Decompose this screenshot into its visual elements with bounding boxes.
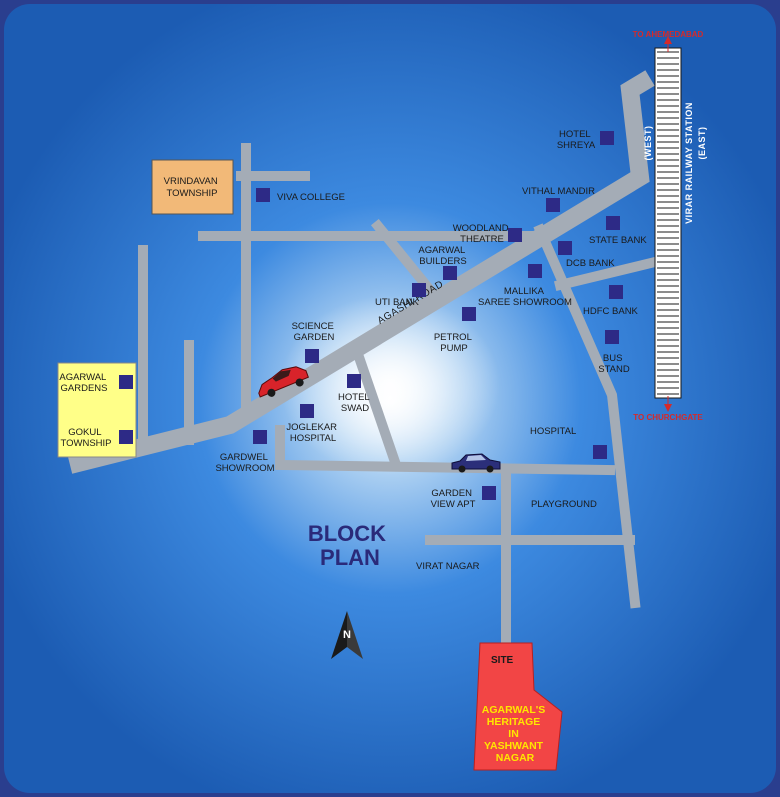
red-car-icon	[258, 366, 309, 398]
state-bank-label: STATE BANK	[589, 235, 647, 246]
marker-petrol-pump	[462, 307, 476, 321]
marker-garden-view	[482, 486, 496, 500]
agarwal-builders-label: AGARWAL BUILDERS	[418, 245, 467, 267]
virat-nagar-label: VIRAT NAGAR	[416, 561, 480, 572]
marker-hdfc-bank	[609, 285, 623, 299]
roads	[67, 70, 662, 650]
uti-bank-label: UTI BANK	[375, 297, 419, 308]
viva-college-label: VIVA COLLEGE	[277, 192, 345, 203]
marker-state-bank	[606, 216, 620, 230]
block-vrindavan: VRINDAVAN TOWNSHIP	[151, 159, 234, 215]
vrindavan-label: VRINDAVAN TOWNSHIP	[164, 176, 221, 199]
dcb-bank-label: DCB BANK	[566, 258, 615, 269]
science-garden-label: SCIENCE GARDEN	[292, 321, 337, 343]
hospital-label: HOSPITAL	[530, 426, 576, 437]
block-plan-title: BLOCK PLAN	[308, 521, 392, 570]
to-churchgate-label: TO CHURCHGATE	[633, 413, 703, 422]
marker-joglekar	[300, 404, 314, 418]
hdfc-bank-label: HDFC BANK	[583, 306, 639, 317]
marker-mallika	[528, 264, 542, 278]
petrol-pump-label: PETROL PUMP	[434, 332, 474, 354]
vithal-mandir-label: VITHAL MANDIR	[522, 186, 595, 197]
bus-stand-label: BUS STAND	[598, 353, 630, 375]
gardwel-label: GARDWEL SHOWROOM	[215, 452, 274, 474]
blue-car-icon	[451, 453, 501, 473]
road-branch-swad	[353, 353, 402, 469]
north-arrow-icon	[331, 611, 363, 659]
hotel-shreya-label: HOTEL SHREYA	[557, 129, 596, 151]
playground-label: PLAYGROUND	[531, 499, 597, 510]
woodland-theatre-label: WOODLAND THEATRE	[453, 223, 512, 245]
east-label: (EAST)	[697, 127, 707, 160]
marker-science-garden	[305, 349, 319, 363]
agarwal-gardens-label: AGARWAL GARDENS	[59, 372, 108, 394]
marker-uti-bank	[412, 283, 426, 297]
marker-bus-stand	[605, 330, 619, 344]
marker-vithal-mandir	[546, 198, 560, 212]
railway-station-label: VIRAR RAILWAY STATION	[684, 102, 694, 224]
site-name-label: AGARWAL'S HERITAGE IN YASHWANT NAGAR	[482, 704, 548, 764]
marker-hotel-shreya	[600, 131, 614, 145]
north-label: N	[343, 629, 351, 641]
marker-woodland-theatre	[508, 228, 522, 242]
landmark-markers	[253, 131, 623, 500]
mallika-label: MALLIKA SAREE SHOWROOM	[478, 286, 572, 308]
marker-hotel-swad	[347, 374, 361, 388]
railway	[654, 36, 682, 412]
joglekar-label: JOGLEKAR HOSPITAL	[286, 422, 339, 444]
block-agarwal-gokul: AGARWAL GARDENS GOKUL TOWNSHIP	[57, 362, 137, 458]
marker-gardwel	[253, 430, 267, 444]
center-glow	[280, 295, 500, 475]
landmark-labels: HOTEL SHREYA VIVA COLLEGE VITHAL MANDIR …	[215, 129, 647, 572]
site-tag-label: SITE	[491, 655, 514, 666]
marker-dcb-bank	[558, 241, 572, 255]
gokul-township-label: GOKUL TOWNSHIP	[60, 427, 111, 449]
agashi-road	[67, 70, 655, 474]
marker-viva-college	[256, 188, 270, 202]
to-ahemedabad-label: TO AHEMEDABAD	[633, 30, 704, 39]
site-plot	[473, 642, 563, 771]
west-label: (WEST)	[643, 126, 653, 161]
railway-ties	[657, 51, 679, 395]
marker-agarwal-builders	[443, 266, 457, 280]
marker-hospital	[593, 445, 607, 459]
garden-view-label: GARDEN VIEW APT	[431, 488, 476, 510]
road-to-station	[553, 255, 662, 292]
road-branch-builders	[370, 218, 438, 298]
hotel-swad-label: HOTEL SWAD	[338, 392, 372, 414]
